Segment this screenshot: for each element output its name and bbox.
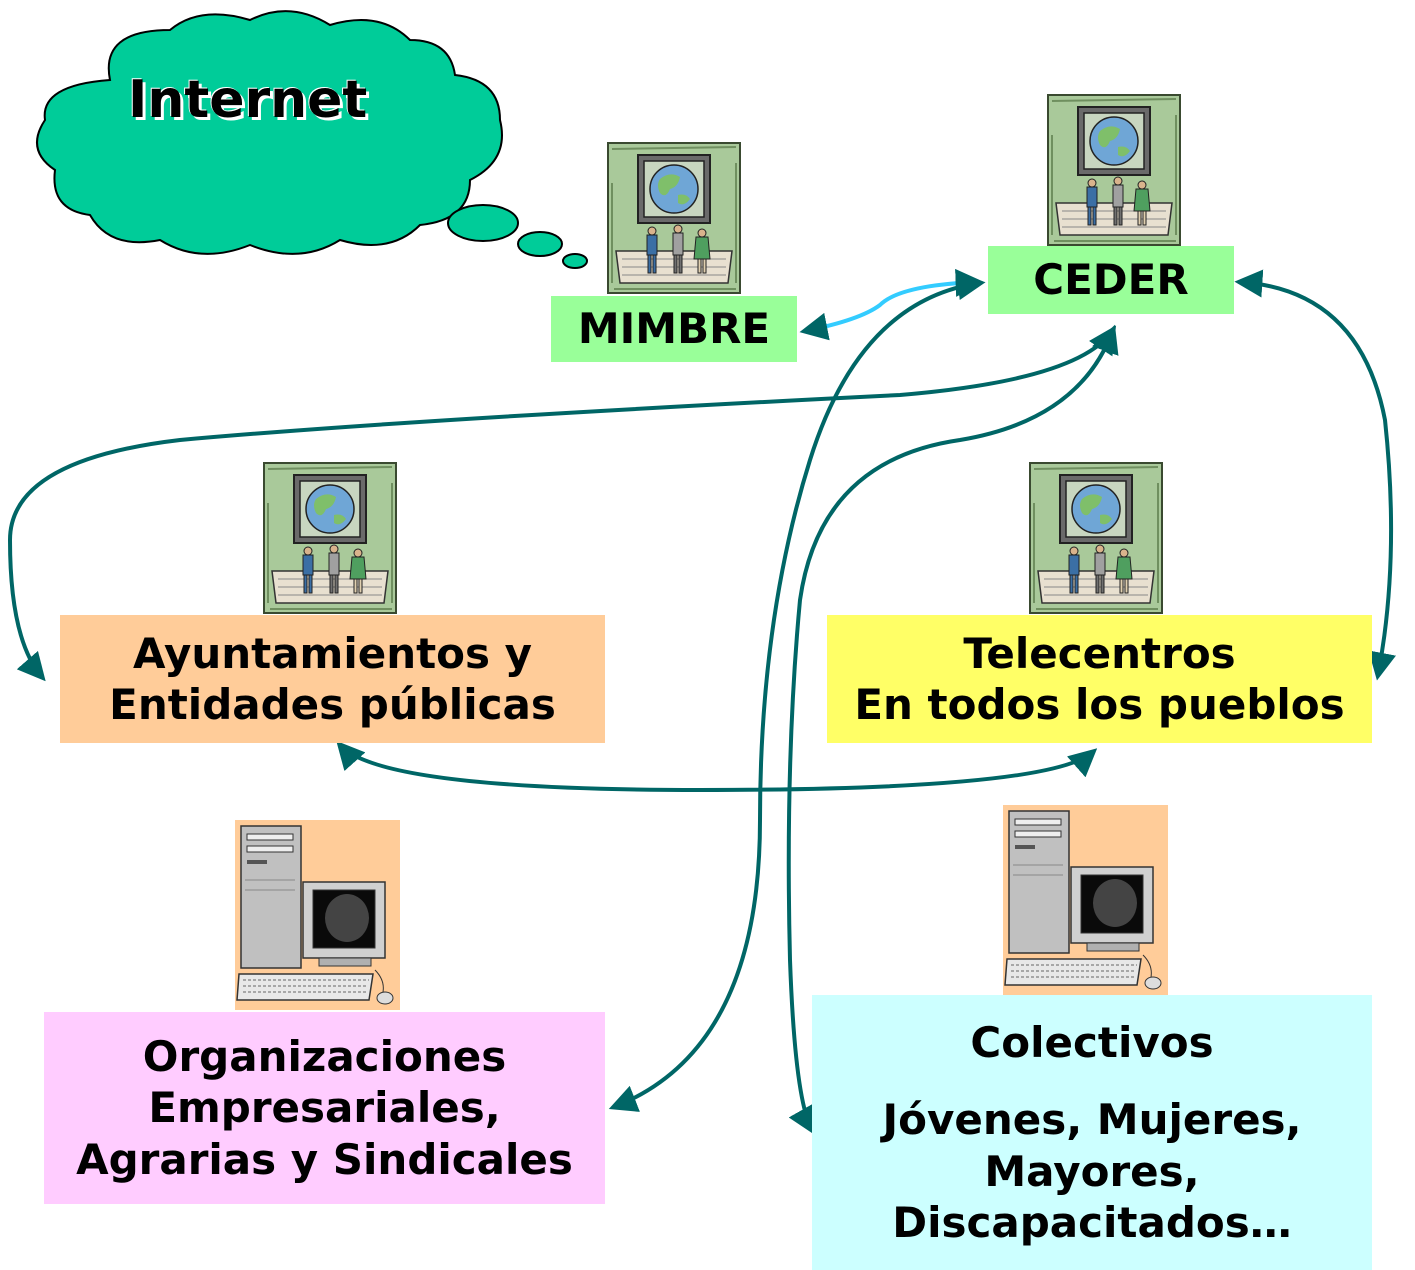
- node-organizaciones: Organizaciones Empresariales, Agrarias y…: [44, 1012, 605, 1204]
- node-colectivos-line1: Jóvenes, Mujeres,: [882, 1095, 1302, 1145]
- mimbre-kiosk-icon: [607, 142, 741, 294]
- node-ceder: CEDER: [988, 246, 1234, 314]
- internet-cloud-icon: [36, 10, 588, 269]
- node-colectivos-line3: Discapacitados…: [892, 1197, 1292, 1247]
- connector-ayuntamientos-telecentros: [336, 740, 1098, 793]
- organizaciones-computer-icon: [234, 819, 401, 1011]
- node-mimbre: MIMBRE: [551, 296, 797, 362]
- node-colectivos: Colectivos Jóvenes, Mujeres, Mayores, Di…: [812, 995, 1372, 1270]
- node-colectivos-line2: Mayores,: [984, 1146, 1200, 1196]
- node-telecentros: Telecentros En todos los pueblos: [827, 615, 1372, 743]
- internet-label: Internet: [128, 70, 368, 130]
- colectivos-computer-icon: [1002, 804, 1169, 996]
- ceder-kiosk-icon: [1047, 94, 1181, 246]
- node-ayuntamientos-line2: Entidades públicas: [109, 680, 556, 729]
- node-ceder-label: CEDER: [1033, 255, 1189, 305]
- node-organizaciones-line2: Empresariales,: [148, 1083, 501, 1133]
- node-telecentros-line1: Telecentros: [963, 628, 1236, 678]
- node-mimbre-label: MIMBRE: [577, 304, 771, 354]
- node-telecentros-line2: En todos los pueblos: [854, 680, 1345, 729]
- node-organizaciones-line3: Agrarias y Sindicales: [76, 1134, 573, 1184]
- connector-ceder-colectivos: [786, 324, 1119, 1135]
- node-ayuntamientos: Ayuntamientos y Entidades públicas: [60, 615, 605, 743]
- node-colectivos-title: Colectivos: [970, 1018, 1214, 1068]
- ayuntamientos-kiosk-icon: [263, 462, 397, 614]
- connector-ceder-telecentros: [1234, 269, 1396, 681]
- telecentros-kiosk-icon: [1029, 462, 1163, 614]
- node-ayuntamientos-line1: Ayuntamientos y: [132, 628, 533, 678]
- node-organizaciones-line1: Organizaciones: [142, 1032, 507, 1082]
